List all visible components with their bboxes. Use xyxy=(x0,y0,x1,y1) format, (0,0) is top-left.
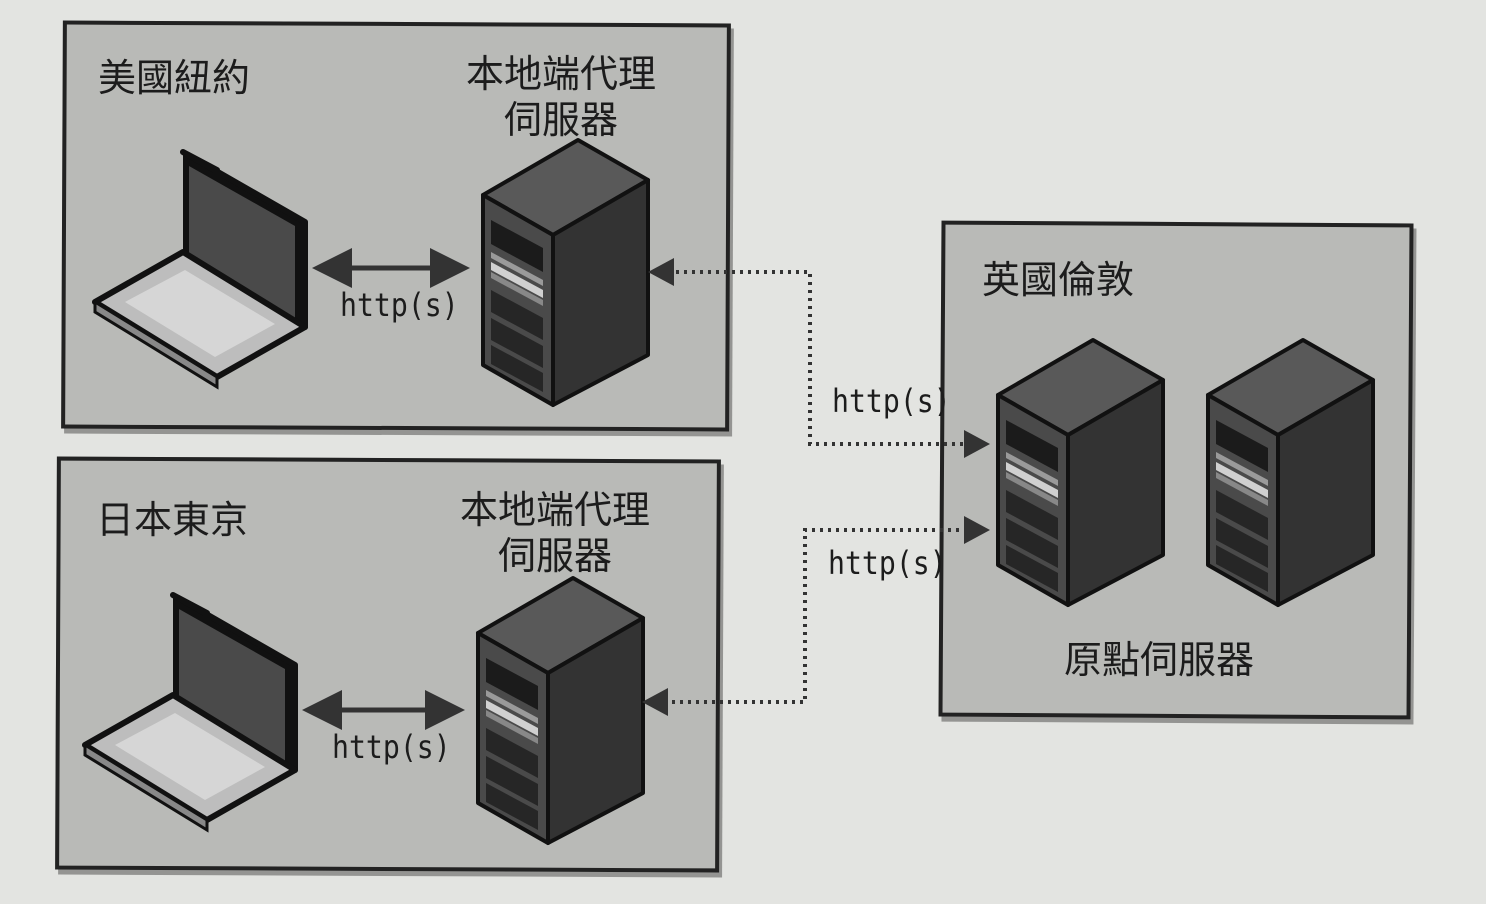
ny-proxy-arrowhead xyxy=(648,258,674,286)
origin-server-label: 原點伺服器 xyxy=(1064,638,1255,682)
proxy-server-icon-new-york xyxy=(481,138,650,407)
http-label-tokyo-local: http(s) xyxy=(332,728,451,766)
origin-arrowhead-bottom xyxy=(964,516,990,544)
tokyo-proxy-arrowhead xyxy=(642,688,668,716)
http-label-ny-local: http(s) xyxy=(340,286,459,324)
proxy-server-icon-tokyo xyxy=(476,576,645,845)
laptop-icon-new-york xyxy=(95,152,305,387)
origin-server-icon-1 xyxy=(996,338,1165,607)
origin-arrowhead-top xyxy=(964,430,990,458)
proxy-label-tokyo: 本地端代理 伺服器 xyxy=(460,488,651,578)
http-label-tokyo-origin: http(s) xyxy=(828,544,947,582)
laptop-icon-tokyo xyxy=(85,595,295,830)
region-label-tokyo: 日本東京 xyxy=(96,498,249,542)
region-label-london: 英國倫敦 xyxy=(982,258,1135,302)
region-label-new-york: 美國紐約 xyxy=(98,56,251,100)
proxy-label-new-york: 本地端代理 伺服器 xyxy=(466,52,657,142)
origin-server-icon-2 xyxy=(1206,338,1375,607)
http-label-ny-origin: http(s) xyxy=(832,382,951,420)
tokyo-origin-dotted-link xyxy=(664,528,965,704)
